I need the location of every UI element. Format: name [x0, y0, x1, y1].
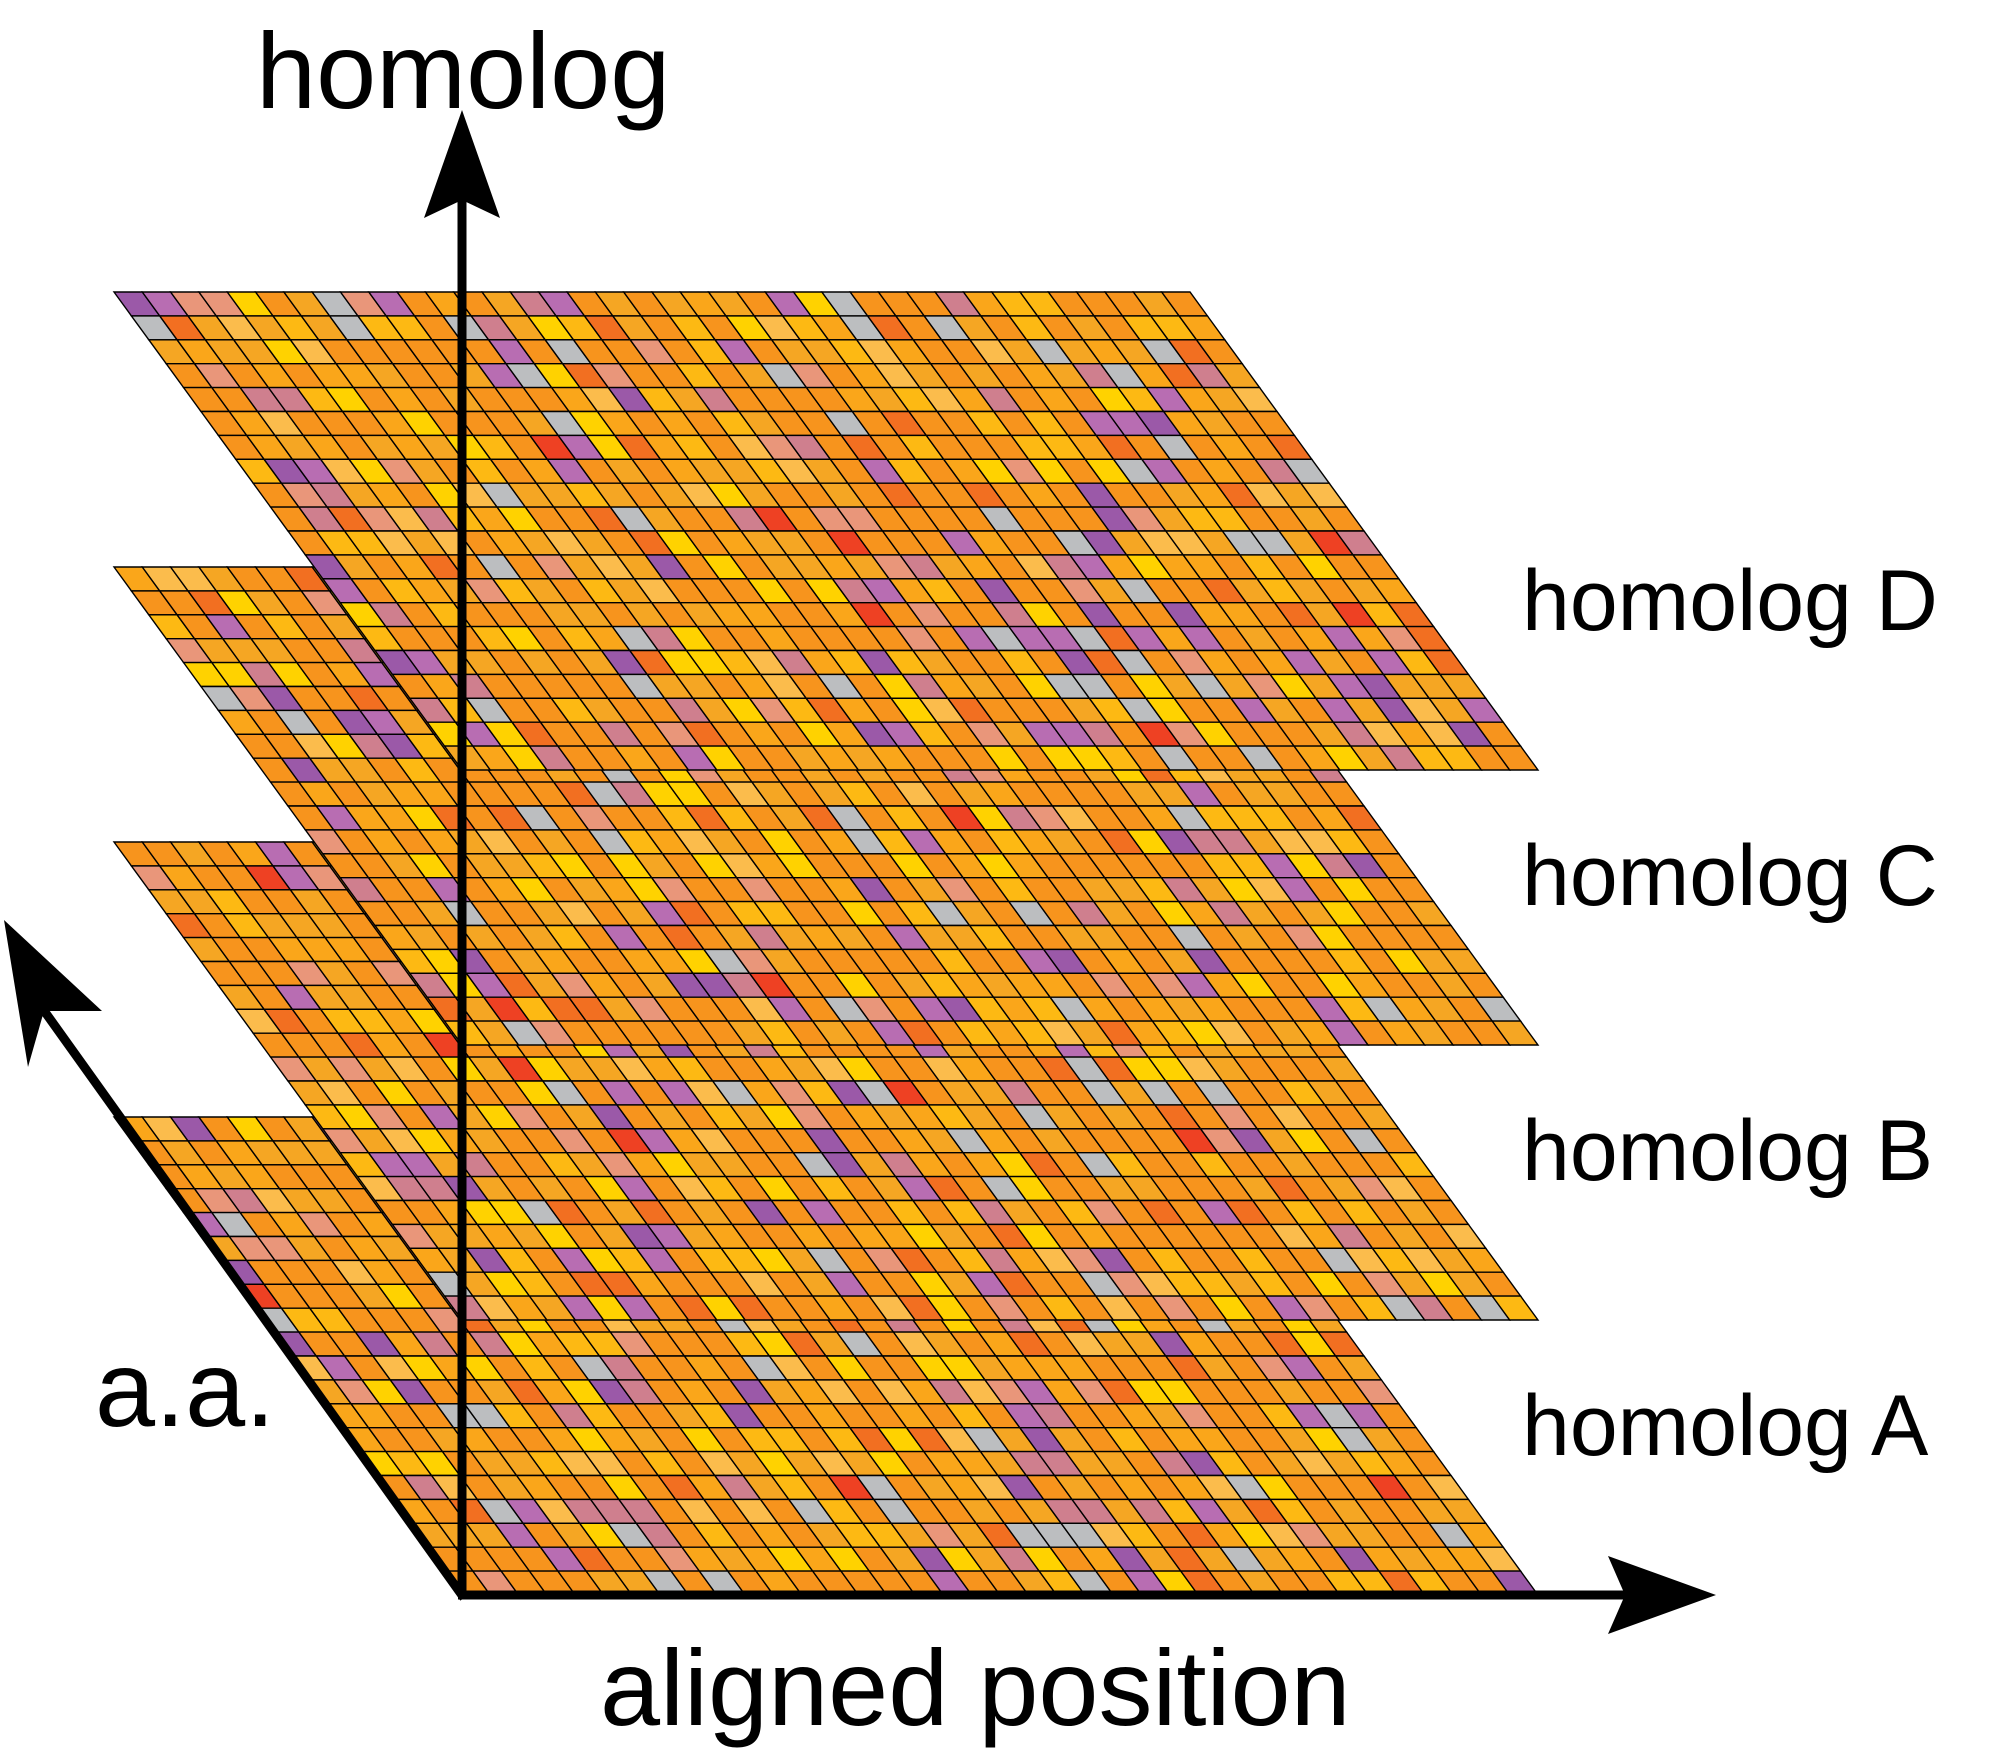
- layer-label-homolog-c: homolog C: [1522, 828, 1938, 924]
- grid-cell-homolog-d: [1490, 745, 1540, 771]
- amino-acid-axis-label: a.a.: [95, 1328, 275, 1449]
- aligned-position-axis-label: aligned position: [600, 1627, 1351, 1748]
- amino-acid-axis-arrowhead: [4, 920, 102, 1067]
- layer-label-homolog-d: homolog D: [1522, 553, 1938, 649]
- homolog-layers: [112, 291, 1540, 1596]
- layer-label-homolog-a: homolog A: [1522, 1378, 1929, 1474]
- layer-homolog-d-grid: [112, 291, 1540, 771]
- aligned-position-axis-arrowhead: [1608, 1556, 1716, 1634]
- grid-cell-homolog-c: [1490, 1020, 1540, 1046]
- layer-label-homolog-b: homolog B: [1522, 1103, 1933, 1199]
- homolog-axis-arrowhead: [424, 110, 500, 218]
- axes: [4, 110, 1716, 1634]
- amino-acid-axis-line: [36, 1002, 468, 1601]
- homolog-axis-label: homolog: [256, 10, 670, 131]
- grid-cell-homolog-b: [1490, 1295, 1540, 1321]
